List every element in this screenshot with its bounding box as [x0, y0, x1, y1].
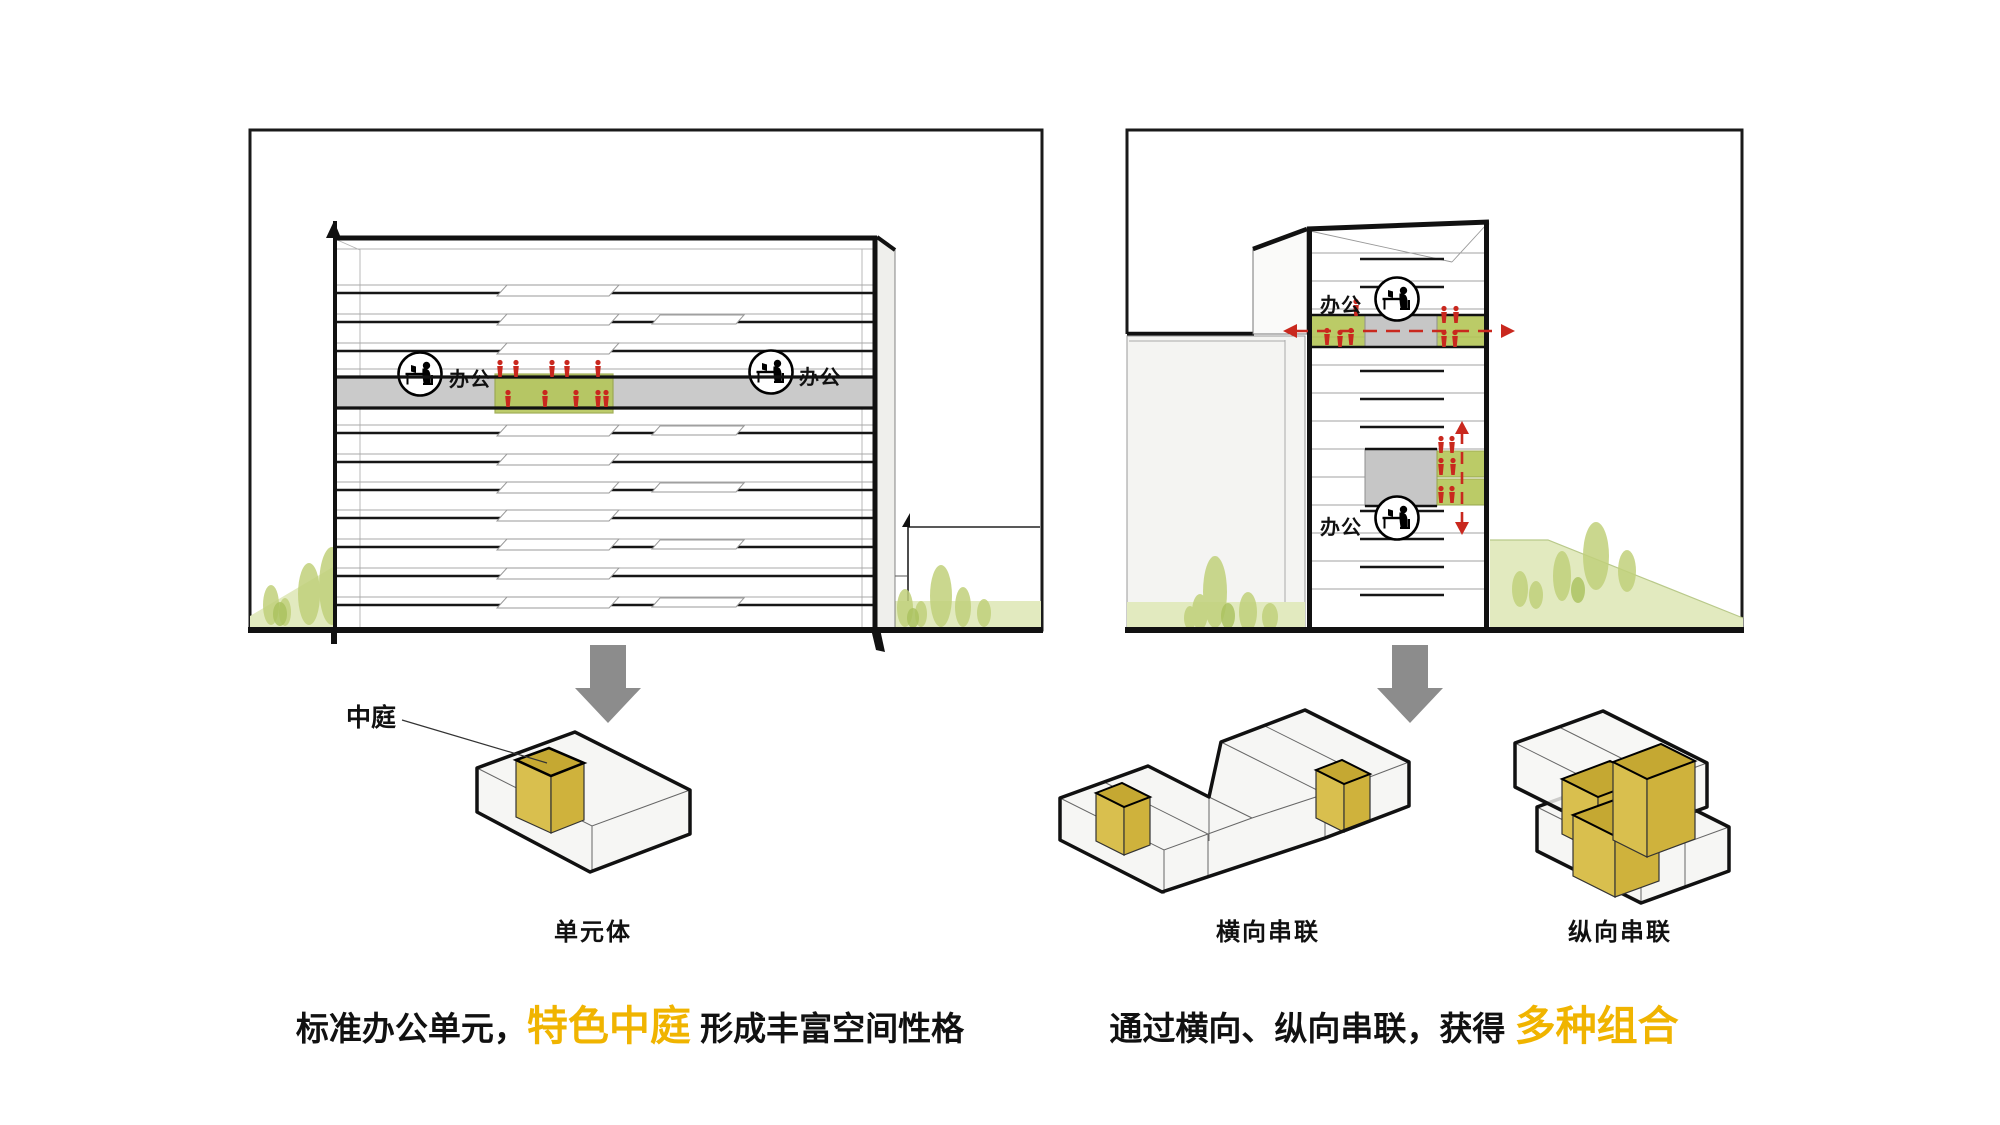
left-caption: 标准办公单元，特色中庭 形成丰富空间性格: [230, 992, 1030, 1052]
left-grass-right: [892, 565, 1041, 629]
horizontal-chain-isometric: [1058, 708, 1411, 894]
vertical-chain-isometric: [1513, 709, 1731, 905]
right-panel-frame: [1125, 128, 1744, 630]
right-grass-hill: [1490, 522, 1744, 629]
vertical-link-arrow: [1455, 421, 1469, 535]
office-label-right-top: 办公: [1320, 295, 1362, 317]
right-down-arrow-icon: [1377, 645, 1443, 723]
atrium-cube: [512, 746, 588, 834]
unit-label: 单元体: [554, 919, 632, 946]
tower-lower-atrium: [1364, 447, 1489, 508]
right-caption-part1: 通过横向、纵向串联，获得: [1109, 1010, 1515, 1047]
horizontal-chain-label: 横向串联: [1216, 919, 1320, 946]
right-caption-highlight: 多种组合: [1514, 1003, 1679, 1049]
atrium-leader-line: [401, 719, 548, 764]
atrium-slab-openings: [495, 284, 746, 609]
left-section-drawing: [248, 128, 1044, 874]
vertical-chain-cubes: [1559, 742, 1698, 898]
office-icon-left: [397, 351, 443, 397]
left-caption-part2: 形成丰富空间性格: [690, 1010, 965, 1047]
right-tower-section: [1252, 219, 1515, 630]
office-icon-right: [748, 349, 794, 395]
vertical-chain-label: 纵向串联: [1568, 919, 1672, 946]
office-label-left-1: 办公: [449, 369, 491, 391]
horizontal-link-arrow: [1283, 324, 1515, 338]
left-grass-left: [250, 547, 345, 628]
left-down-arrow-icon: [575, 645, 641, 723]
office-icon-top: [1374, 276, 1420, 322]
left-caption-part1: 标准办公单元，: [295, 1010, 527, 1047]
left-building-section: [326, 221, 897, 652]
right-caption: 通过横向、纵向串联，获得 多种组合: [1094, 992, 1694, 1052]
office-icon-bottom: [1374, 495, 1420, 541]
right-podium: [1126, 335, 1306, 632]
left-caption-highlight: 特色中庭: [526, 1003, 691, 1049]
right-section-drawing: [1058, 128, 1744, 905]
atrium-label: 中庭: [346, 704, 397, 732]
unit-isometric: [401, 719, 692, 874]
office-label-right-bottom: 办公: [1320, 517, 1362, 539]
office-label-left-2: 办公: [799, 367, 841, 389]
